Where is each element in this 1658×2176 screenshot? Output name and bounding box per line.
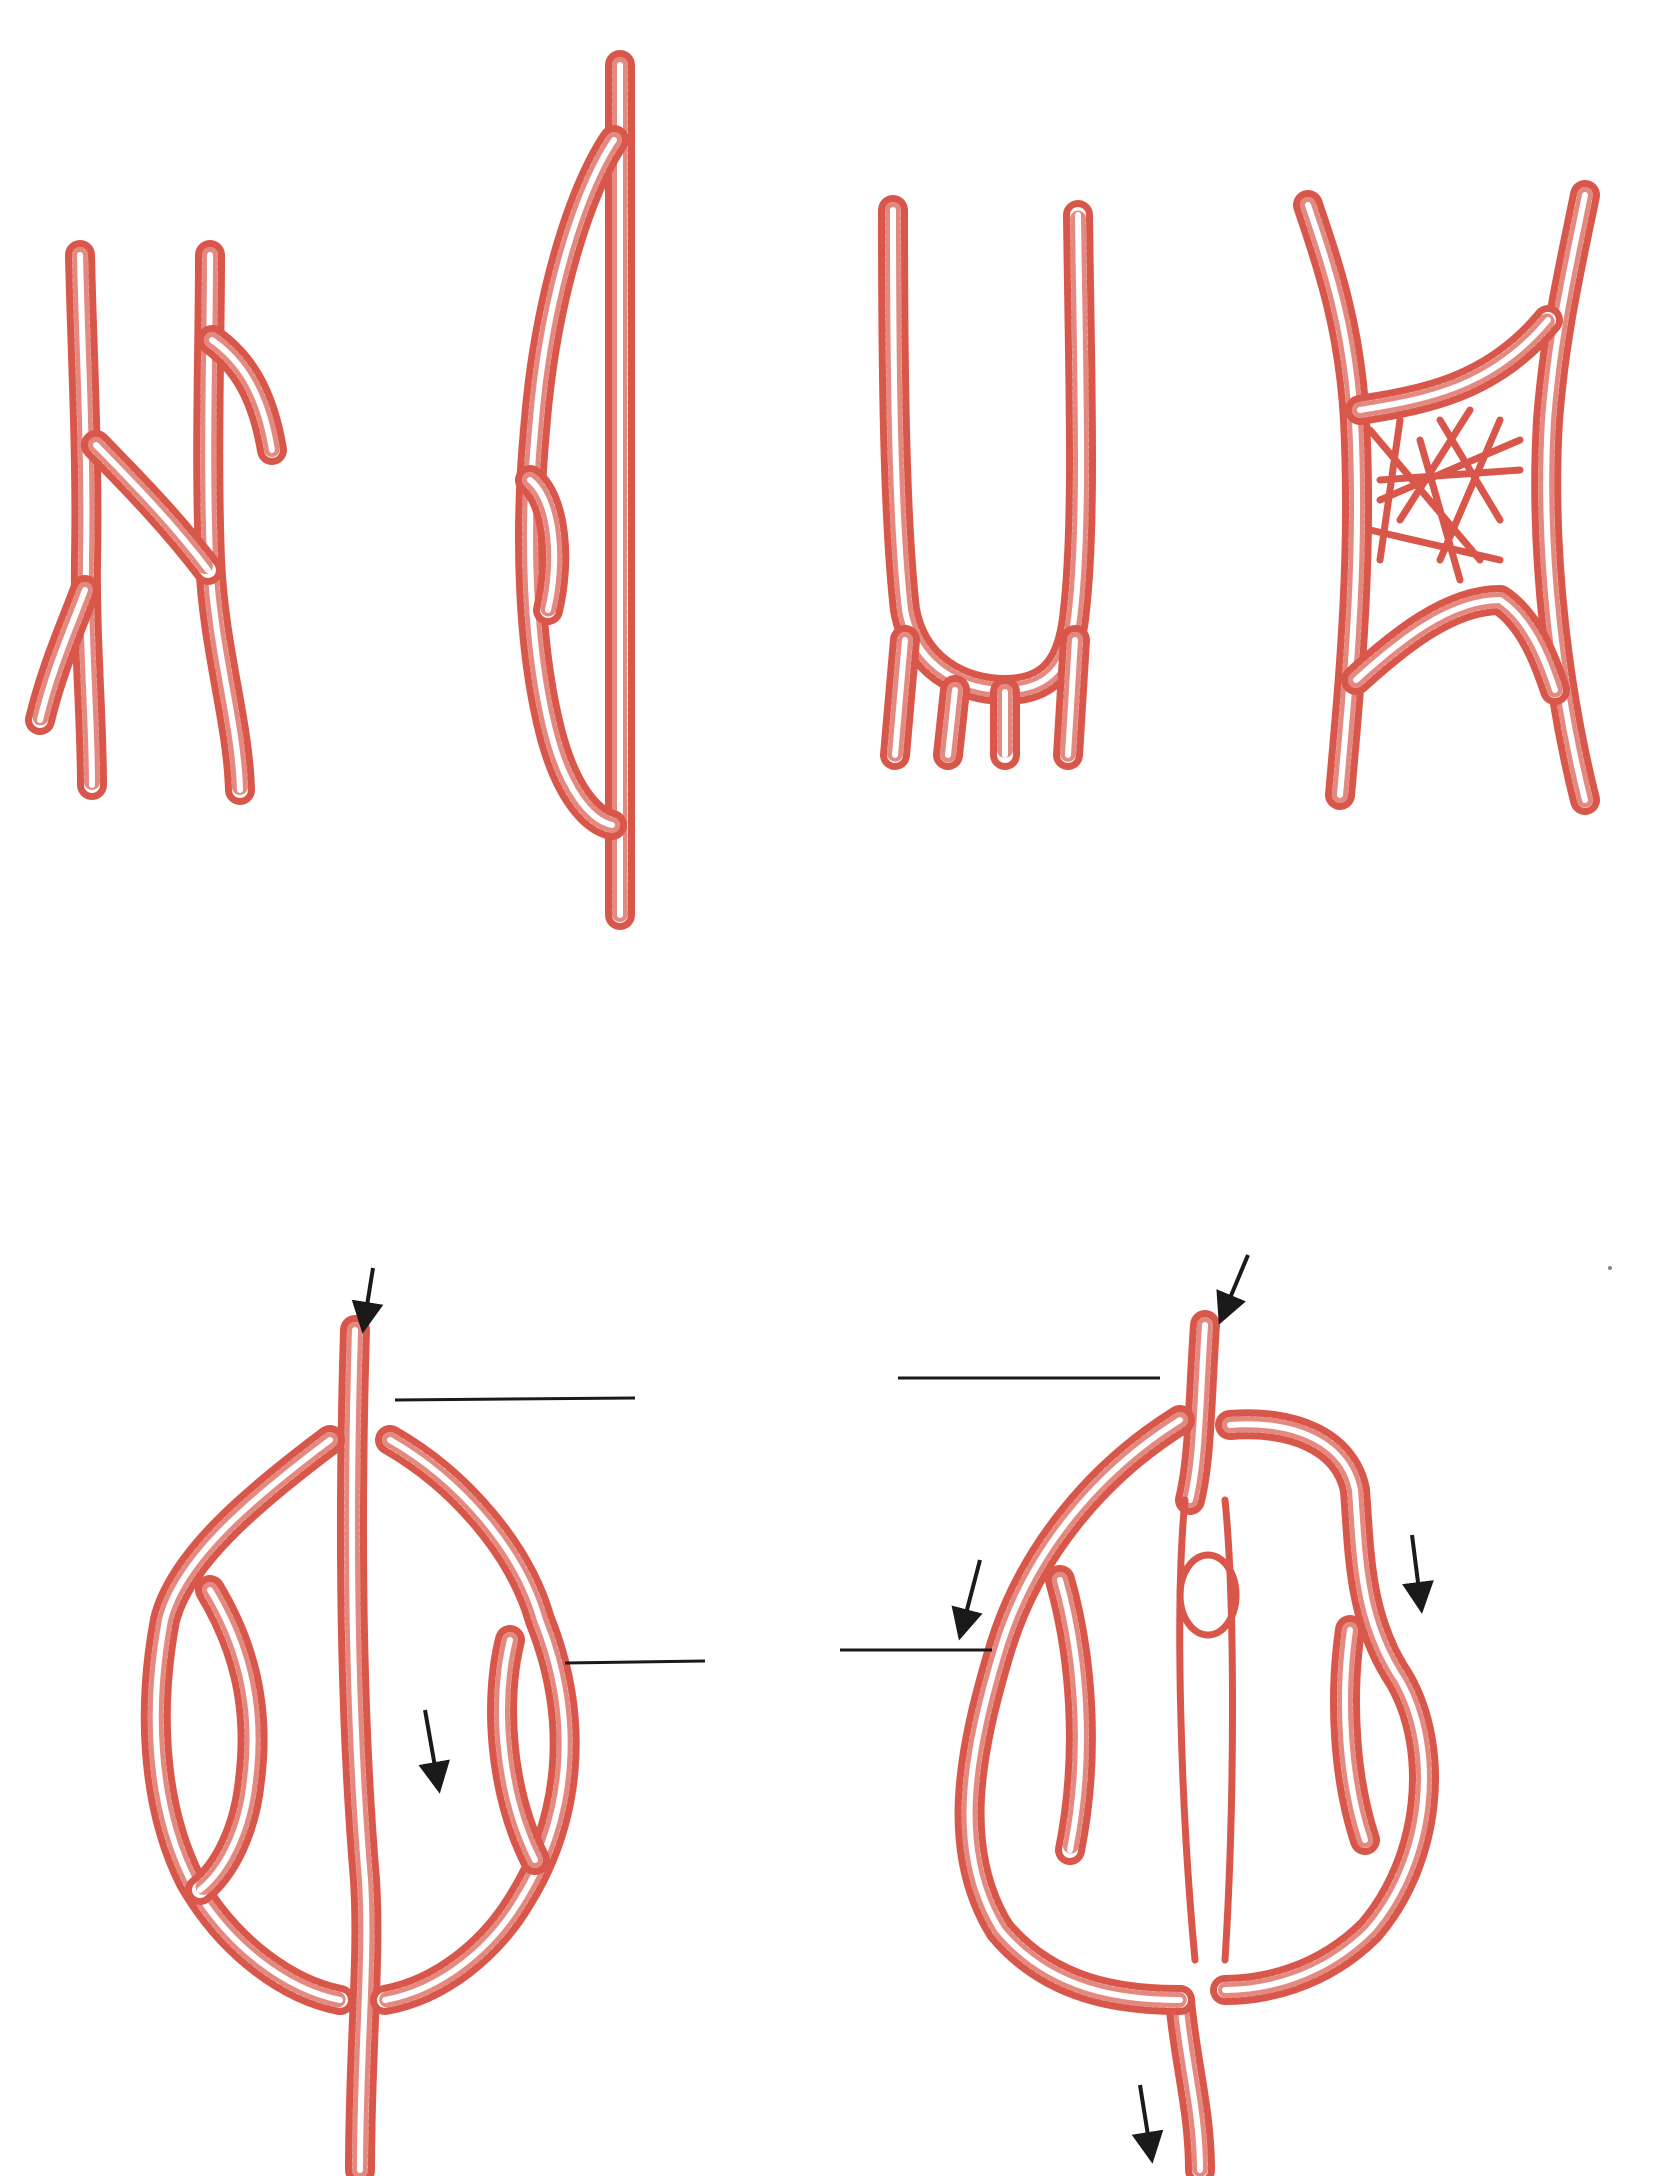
right-collateral-core [382,1437,568,2003]
main-trunk-lower-core [1177,1997,1203,2173]
left-inner-branch-core [1057,1577,1084,1853]
plexus-mesh [1366,406,1524,584]
left-inner-branch-core [197,1587,256,1893]
cross-connection-core [93,442,211,573]
u-arch-lower-right-core [1065,637,1078,758]
flow-arrow-right [1402,1534,1434,1614]
anastomosis-figure-4 [1293,180,1600,815]
anastomosis-figure-2 [515,50,635,930]
plexus-bottom-arc-core [1353,597,1558,693]
flow-arrow-top [1216,1254,1250,1325]
u-arch-lower-left-core [892,637,908,758]
left-collateral-core [152,1437,343,2003]
leader-line-trunk [394,1396,636,1402]
leader-line-collateral [564,1659,706,1665]
plexus-left-vessel-core [1305,202,1361,798]
right-inner-branch-core [499,1637,538,1863]
side-loop-inner-core [527,477,558,613]
u-arch-lower-mid-1-core [945,687,958,758]
flow-arrow-middle [418,1709,450,1794]
flow-arrow-left [951,1559,983,1641]
occluded-segment [1176,1496,1236,1964]
main-vessel-core [616,62,623,918]
collateral-figure-left [140,1267,706,2176]
main-trunk-core [349,1327,370,2173]
main-trunk-upper-core [1187,1322,1208,1503]
right-inner-branch-core [1342,1627,1368,1843]
flow-arrow-bottom [1131,2084,1164,2164]
left-collateral-core [966,1417,1183,2003]
plexus-top-arc [1345,305,1563,425]
anastomosis-figure-3 [878,195,1097,770]
occlusion-thrombus [1176,1551,1240,1639]
right-collateral [370,1425,580,2015]
right-collateral-core [1222,1421,1427,1993]
u-arch [878,195,1097,705]
flow-arrow-top [351,1267,384,1334]
vessel-left-branch-core [37,587,88,723]
plexus-top-arc-core [1357,317,1551,413]
right-collateral-hatching [1217,1416,1432,1998]
collateral-figure-right [840,1254,1439,2176]
speck [1608,1266,1612,1270]
vessel-left-core [77,252,95,788]
anastomosis-figure-1 [25,240,287,805]
plexus-right-vessel-core [1543,192,1588,803]
vessel-right-branch-core [209,337,275,453]
side-loop-core [527,137,617,828]
